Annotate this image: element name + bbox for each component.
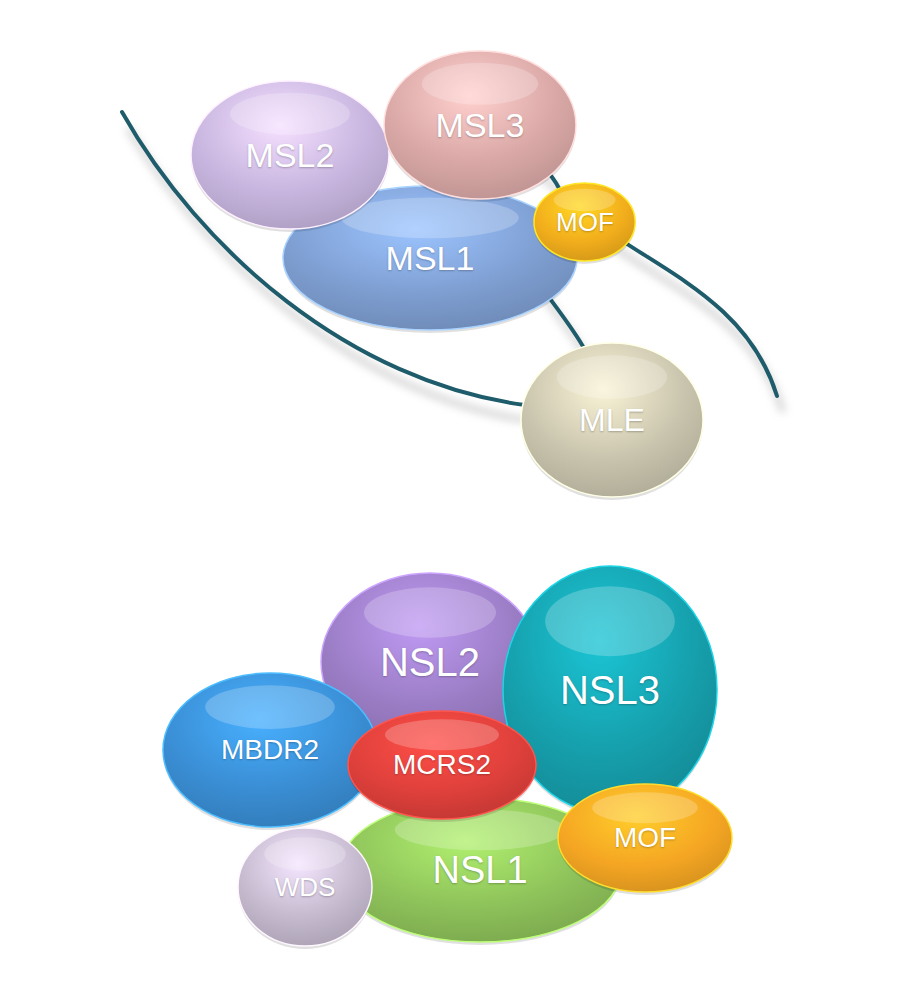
ellipse-gloss [385, 719, 499, 750]
protein-label: WDS [275, 872, 336, 903]
protein-ellipse: MOF [533, 182, 636, 262]
protein-ellipse: MSL2 [190, 80, 390, 230]
protein-label: MSL3 [436, 106, 525, 145]
ellipse-gloss [264, 837, 346, 871]
protein-label: MSL2 [246, 136, 335, 175]
ellipse-fill [521, 343, 703, 497]
ellipse-fill [238, 828, 372, 946]
protein-label: NSL2 [380, 640, 480, 685]
ellipse-fill [384, 51, 576, 199]
protein-ellipse: MLE [520, 342, 704, 498]
protein-label: NSL3 [560, 668, 660, 713]
ellipse-fill [558, 784, 732, 892]
ellipse-fill [348, 711, 536, 819]
ellipse-gloss [557, 355, 667, 399]
protein-label: MBDR2 [221, 734, 319, 766]
protein-ellipse: WDS [237, 827, 373, 947]
ellipse-fill [283, 186, 577, 330]
protein-ellipse: MCRS2 [347, 710, 537, 820]
ellipse-fill [191, 81, 389, 229]
protein-label: MSL1 [386, 239, 475, 278]
ellipse-gloss [422, 63, 538, 105]
protein-label: MOF [614, 822, 676, 854]
protein-ellipse: MSL3 [383, 50, 577, 200]
ellipse-gloss [205, 685, 335, 729]
protein-ellipse: MOF [557, 783, 733, 893]
protein-label: MCRS2 [393, 749, 491, 781]
ellipse-gloss [230, 93, 350, 135]
ellipse-gloss [341, 197, 519, 238]
protein-label: NSL1 [432, 849, 527, 892]
ellipse-gloss [592, 792, 698, 823]
protein-label: MOF [556, 207, 614, 238]
ellipse-fill [534, 183, 635, 261]
ellipse-gloss [364, 587, 496, 637]
ellipse-gloss [395, 809, 565, 850]
ellipse-fill [503, 566, 717, 814]
protein-label: MLE [579, 402, 645, 439]
ellipse-gloss [545, 586, 675, 656]
protein-ellipse: MBDR2 [162, 672, 378, 828]
ellipse-fill [163, 673, 377, 827]
